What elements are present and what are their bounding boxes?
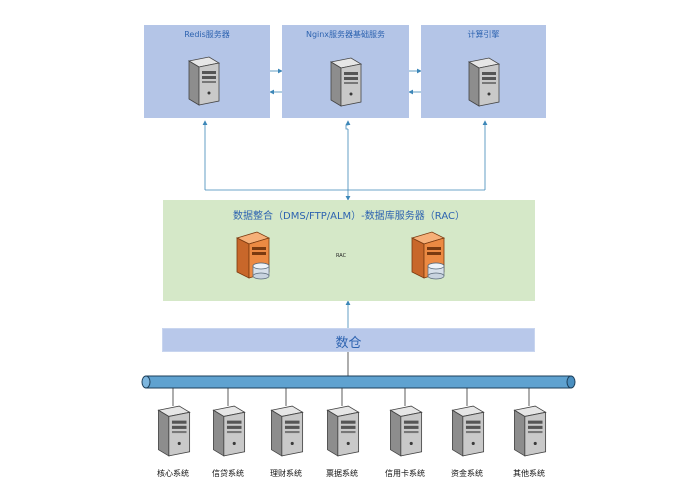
- redis-server-box[interactable]: Redis服务器: [144, 25, 270, 118]
- source-system-label: 核心系统: [157, 469, 189, 478]
- source-system-node[interactable]: 票据系统: [307, 404, 377, 480]
- source-system-node[interactable]: 信用卡系统: [370, 404, 440, 480]
- db-server-icon: [235, 231, 271, 280]
- rac-link-label: RAC: [335, 253, 348, 259]
- db-cluster-box[interactable]: 数据整合（DMS/FTP/ALM）-数据库服务器（RAC） RAC: [163, 200, 535, 301]
- db-cluster-title: 数据整合（DMS/FTP/ALM）-数据库服务器（RAC）: [233, 211, 465, 222]
- nginx-server-box[interactable]: Nginx服务器基础服务: [282, 25, 409, 118]
- source-system-label: 票据系统: [326, 469, 358, 478]
- source-system-node[interactable]: 理财系统: [251, 404, 321, 480]
- data-warehouse-label: 数仓: [335, 336, 362, 351]
- source-system-label: 其他系统: [513, 469, 545, 478]
- link-nginx-db: [345, 120, 351, 130]
- server-icon: [329, 57, 363, 107]
- db-server-icon: [410, 231, 446, 280]
- redis-server-label: Redis服务器: [184, 30, 230, 39]
- source-system-node[interactable]: 核心系统: [138, 404, 208, 480]
- server-icon: [326, 405, 360, 457]
- server-icon: [451, 405, 485, 457]
- source-system-node[interactable]: 其他系统: [494, 404, 564, 480]
- nginx-server-label: Nginx服务器基础服务: [305, 30, 386, 39]
- network-bus: [141, 375, 576, 389]
- server-icon: [513, 405, 547, 457]
- compute-engine-label: 计算引擎: [467, 30, 500, 39]
- source-system-node[interactable]: 资金系统: [432, 404, 502, 480]
- server-icon: [270, 405, 304, 457]
- server-icon: [212, 405, 246, 457]
- source-system-label: 信贷系统: [212, 469, 244, 478]
- source-system-node[interactable]: 信贷系统: [193, 404, 263, 480]
- compute-engine-box[interactable]: 计算引擎: [421, 25, 546, 118]
- server-icon: [187, 56, 221, 106]
- server-icon: [157, 405, 191, 457]
- source-system-label: 信用卡系统: [385, 469, 425, 478]
- data-warehouse-bar[interactable]: 数仓: [162, 328, 535, 352]
- server-icon: [467, 57, 501, 107]
- source-system-label: 资金系统: [451, 469, 483, 478]
- source-system-label: 理财系统: [270, 469, 302, 478]
- server-icon: [389, 405, 423, 457]
